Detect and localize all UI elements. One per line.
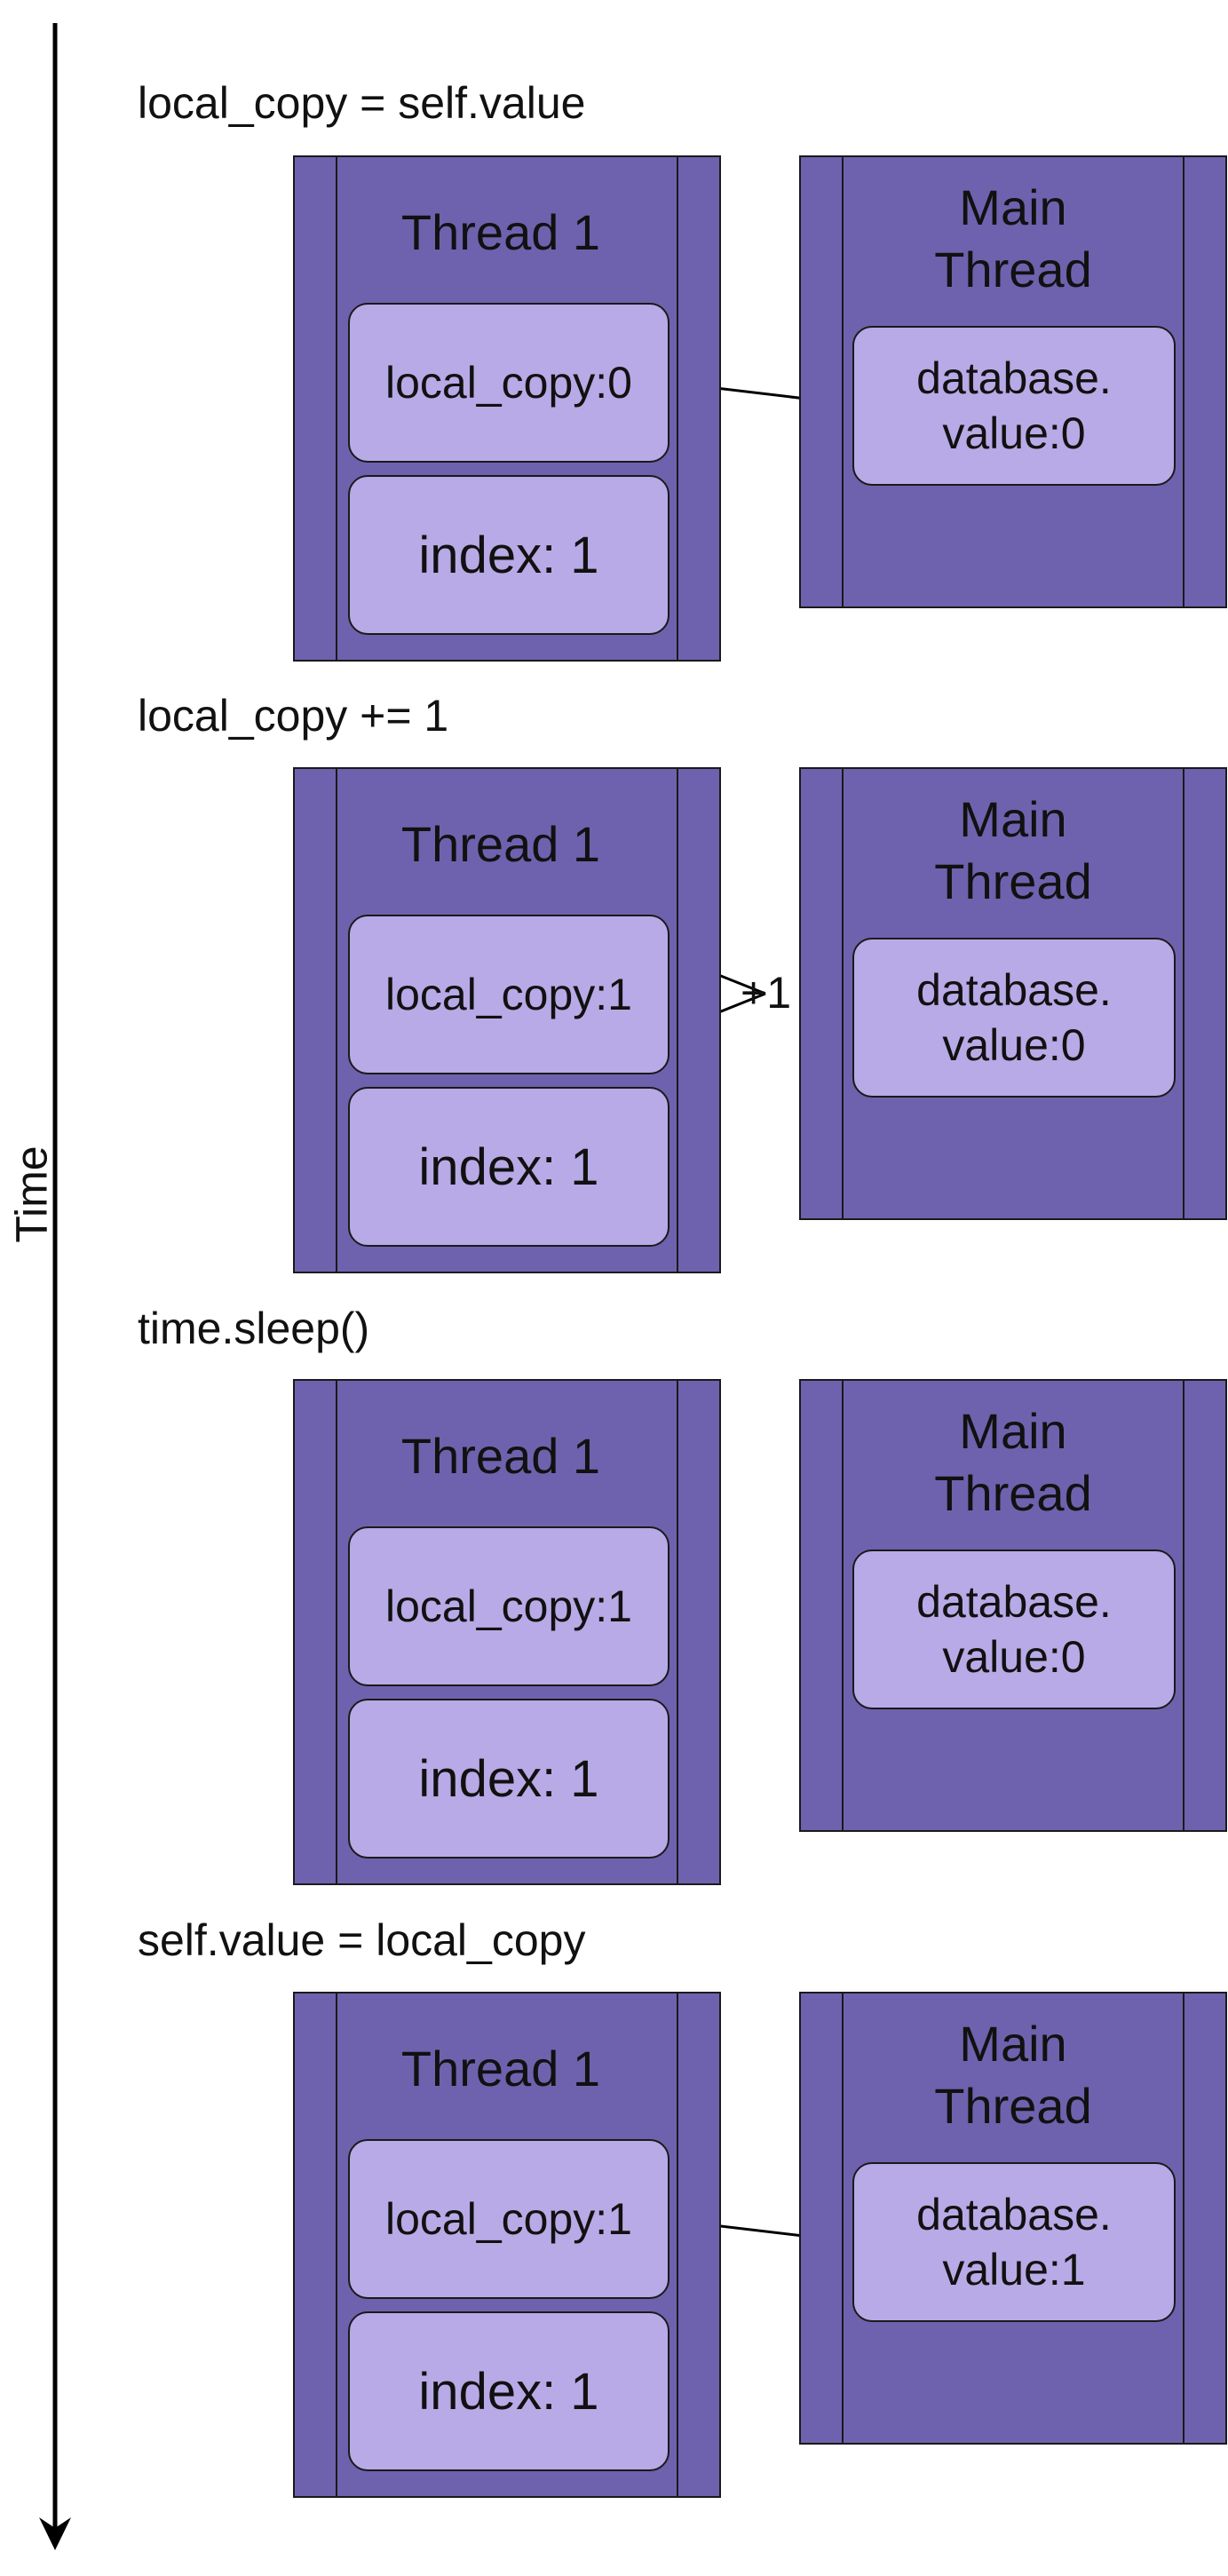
increment-label: +1 [741,968,792,1018]
thread-1-title: Thread 1 [400,816,601,872]
main-thread-title: Main Thread [934,1403,1092,1521]
rail [1183,1381,1184,1830]
rail [1183,1993,1184,2443]
main-thread-block-step-1: Main Thread database. value:0 [799,155,1227,608]
main-thread-title: Main Thread [934,2016,1092,2134]
rail [336,1993,337,2496]
rail [336,1381,337,1883]
step-2-code: local_copy += 1 [138,691,449,741]
index-cell: index: 1 [348,475,669,635]
database-value-cell: database. value:0 [852,326,1176,486]
index-cell: index: 1 [348,2311,669,2471]
thread-1-title: Thread 1 [400,2041,601,2096]
rail [842,1993,844,2443]
main-thread-title: Main Thread [934,791,1092,909]
local-copy-cell: local_copy:1 [348,1526,669,1686]
time-axis-label-wrap: Time [5,1145,59,1242]
rail [336,769,337,1272]
time-axis-label: Time [7,1145,58,1243]
main-thread-block-step-3: Main Thread database. value:0 [799,1379,1227,1832]
local-copy-cell: local_copy:1 [348,2139,669,2299]
main-thread-block-step-2: Main Thread database. value:0 [799,767,1227,1220]
rail [842,769,844,1218]
thread-1-block-step-3: Thread 1 local_copy:1 index: 1 [293,1379,721,1885]
main-thread-title: Main Thread [934,179,1092,297]
local-copy-cell: local_copy:0 [348,303,669,463]
time-axis-arrowhead [39,2517,71,2550]
rail [1183,157,1184,606]
rail [1183,769,1184,1218]
thread-1-title: Thread 1 [400,1428,601,1484]
step-4-code: self.value = local_copy [138,1915,586,1965]
thread-1-block-step-1: Thread 1 local_copy:0 index: 1 [293,155,721,662]
thread-1-block-step-4: Thread 1 local_copy:1 index: 1 [293,1992,721,2498]
database-value-cell: database. value:0 [852,1550,1176,1709]
rail [677,1381,678,1883]
local-copy-cell: local_copy:1 [348,915,669,1074]
thread-1-title: Thread 1 [400,204,601,260]
rail [677,157,678,660]
database-value-cell: database. value:0 [852,938,1176,1098]
rail [336,157,337,660]
main-thread-block-step-4: Main Thread database. value:1 [799,1992,1227,2445]
step-3-code: time.sleep() [138,1304,370,1353]
index-cell: index: 1 [348,1087,669,1247]
rail [842,1381,844,1830]
thread-1-block-step-2: Thread 1 local_copy:1 index: 1 [293,767,721,1273]
database-value-cell: database. value:1 [852,2162,1176,2322]
rail [677,1993,678,2496]
index-cell: index: 1 [348,1699,669,1859]
rail [677,769,678,1272]
rail [842,157,844,606]
step-1-code: local_copy = self.value [138,78,586,128]
